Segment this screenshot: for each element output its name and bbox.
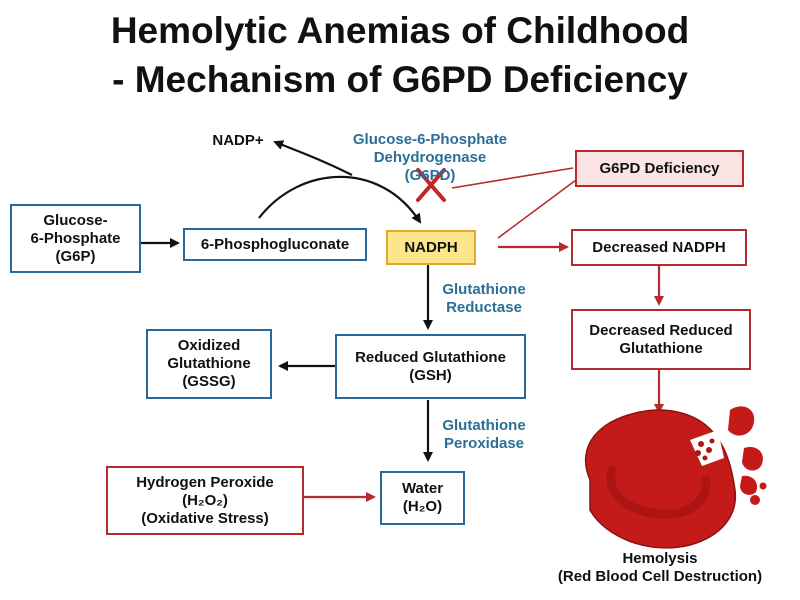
title-line-2: - Mechanism of G6PD Deficiency bbox=[112, 59, 688, 100]
node-g6pd-deficiency: G6PD Deficiency bbox=[575, 150, 744, 187]
node-g6pd-deficiency-text: G6PD Deficiency bbox=[599, 159, 720, 177]
node-decreased-nadph: Decreased NADPH bbox=[571, 229, 747, 266]
node-water-text: Water (H₂O) bbox=[401, 480, 444, 515]
arrow-to-nadp-plus bbox=[273, 140, 353, 176]
node-decreased-gsh-text: Decreased Reduced Glutathione bbox=[589, 321, 733, 357]
red-blood-cell-icon bbox=[584, 406, 767, 549]
arc-6pg-to-nadph bbox=[258, 175, 422, 224]
red-x-icon bbox=[416, 168, 446, 202]
enzyme-g6pd-label: Glucose-6-Phosphate Dehydrogenase (G6PD) bbox=[352, 131, 508, 184]
line-deficiency-to-enzyme bbox=[451, 167, 574, 189]
node-oxidized-gssg-text: Oxidized Glutathione (GSSG) bbox=[167, 337, 251, 390]
node-water: Water (H₂O) bbox=[380, 471, 465, 525]
line-deficiency-to-nadph bbox=[497, 179, 577, 239]
node-decreased-nadph-text: Decreased NADPH bbox=[592, 238, 726, 256]
nadp-plus-label: NADP+ bbox=[212, 132, 264, 149]
node-oxidized-gssg: Oxidized Glutathione (GSSG) bbox=[146, 329, 272, 399]
node-g6p-text: Glucose- 6-Phosphate (G6P) bbox=[30, 211, 121, 265]
glutathione-reductase-label: Glutathione Reductase bbox=[442, 281, 526, 316]
node-g6p: Glucose- 6-Phosphate (G6P) bbox=[10, 204, 141, 273]
node-reduced-gsh-text: Reduced Glutathione (GSH) bbox=[355, 348, 506, 384]
node-reduced-gsh: Reduced Glutathione (GSH) bbox=[335, 334, 526, 399]
node-decreased-gsh: Decreased Reduced Glutathione bbox=[571, 309, 751, 370]
node-h2o2-text: Hydrogen Peroxide (H₂O₂) (Oxidative Stre… bbox=[136, 473, 274, 527]
title-line-1: Hemolytic Anemias of Childhood bbox=[110, 10, 690, 51]
node-6-phosphogluconate: 6-Phosphogluconate bbox=[183, 228, 367, 261]
node-h2o2: Hydrogen Peroxide (H₂O₂) (Oxidative Stre… bbox=[106, 466, 304, 535]
node-nadph: NADPH bbox=[386, 230, 476, 265]
glutathione-peroxidase-label: Glutathione Peroxidase bbox=[442, 417, 526, 452]
page-title: Hemolytic Anemias of Childhood - Mechani… bbox=[0, 6, 800, 104]
node-6-phosphogluconate-text: 6-Phosphogluconate bbox=[200, 235, 350, 253]
node-nadph-text: NADPH bbox=[404, 238, 458, 256]
hemolysis-label: Hemolysis (Red Blood Cell Destruction) bbox=[557, 550, 763, 585]
